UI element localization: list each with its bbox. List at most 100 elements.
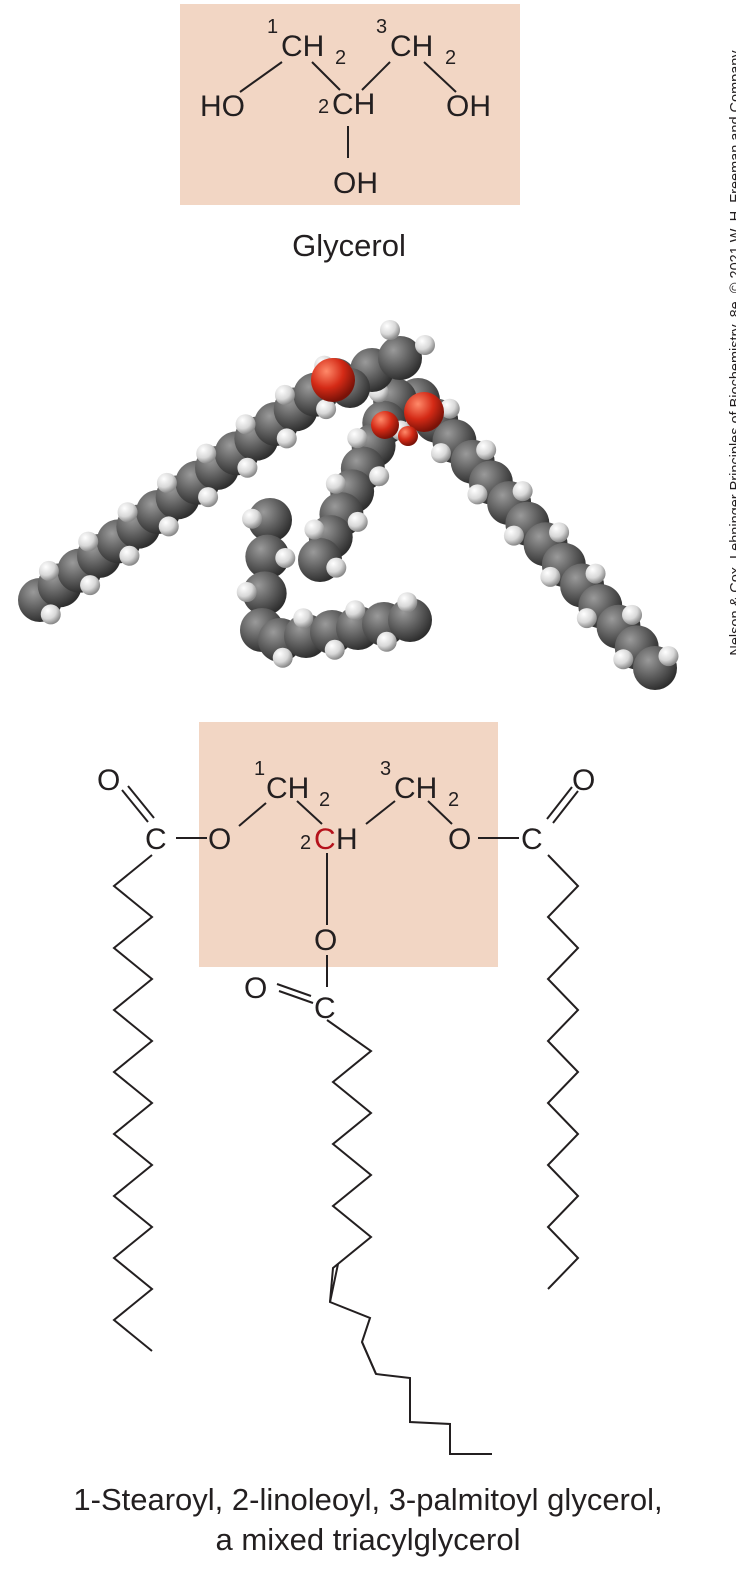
bond-c1-c2: [311, 61, 341, 91]
tag-c2-chiral-carbon: C: [314, 823, 336, 856]
oxygen-atom: [371, 411, 399, 439]
palmitoyl-hydrogen-atom: [658, 646, 679, 667]
palmitoyl-hydrogen-atom: [430, 443, 451, 464]
tag-ester-o-right: O: [448, 823, 471, 856]
double-bond-2: [361, 1341, 377, 1375]
bond-c3-oh: [423, 61, 457, 93]
stearoyl-chain: [112, 854, 154, 1352]
glycerol-oh-right: OH: [446, 90, 491, 123]
linoleoyl-hydrogen-atom: [325, 473, 346, 494]
palmitoyl-hydrogen-atom: [585, 563, 606, 584]
linoleoyl-kink-hydrogen-atom: [275, 547, 296, 568]
glycerol-c1-subscript: 2: [335, 47, 346, 69]
stearoyl-hydrogen-atom: [237, 457, 258, 478]
linoleoyl-tail-hydrogen-atom: [324, 639, 345, 660]
linoleoyl-tail-hydrogen-atom: [376, 631, 397, 652]
linoleoyl-hydrogen-atom: [369, 466, 390, 487]
stearoyl-hydrogen-atom: [40, 604, 61, 625]
bond-carbonyl-left-b: [127, 785, 155, 819]
glycerol-highlight-box: [180, 4, 520, 205]
stearoyl-hydrogen-atom: [235, 414, 256, 435]
linoleoyl-hydrogen-atom: [326, 557, 347, 578]
triacylglycerol-structure: 1 CH 2 3 CH 2 2 C H O O O O O O C C C: [97, 722, 595, 1455]
bond-c2-c3: [361, 61, 391, 91]
stearoyl-hydrogen-atom: [80, 575, 101, 596]
bond-ho-c1: [239, 61, 283, 93]
stearoyl-hydrogen-atom: [196, 443, 217, 464]
glycerol-c3-subscript: 2: [445, 47, 456, 69]
glycerol-oh-bottom: OH: [333, 167, 378, 200]
oxygen-atom: [398, 426, 418, 446]
bond-carbonyl-mid-b: [278, 990, 314, 1004]
stearoyl-hydrogen-atom: [119, 545, 140, 566]
tag-c3-subscript: 2: [448, 789, 459, 811]
tag-carbonyl-c-left: C: [145, 823, 167, 856]
tag-c2-hydrogen: H: [336, 823, 358, 856]
glycerol-c2-label: CH: [332, 88, 375, 121]
bond-carbonyl-mid-a: [276, 983, 312, 997]
linoleoyl-tail-hydrogen-atom: [293, 608, 314, 629]
linoleoyl-hydrogen-atom: [304, 519, 325, 540]
oxygen-atom: [311, 358, 355, 402]
glycerol-c1-number: 1: [267, 16, 278, 38]
glycerol-carbon-atom: [378, 336, 422, 380]
glycerol-title: Glycerol: [292, 228, 406, 263]
tag-ester-o-left: O: [208, 823, 231, 856]
tag-carbonyl-o-mid: O: [244, 972, 267, 1005]
bond-o-c1: [238, 802, 267, 827]
tag-c1-label: CH: [266, 772, 309, 805]
bond-carbonyl-right-a: [546, 786, 573, 820]
palmitoyl-chain: [546, 854, 580, 1290]
tag-ester-o-mid: O: [314, 924, 337, 957]
palmitoyl-hydrogen-atom: [503, 525, 524, 546]
linoleoyl-tail-hydrogen-atom: [272, 647, 293, 668]
palmitoyl-hydrogen-atom: [467, 484, 488, 505]
linoleoyl-chain: [326, 1019, 492, 1455]
palmitoyl-hydrogen-atom: [622, 604, 643, 625]
linoleoyl-kink-carbon-atom: [245, 534, 290, 579]
double-bond-1: [329, 1263, 339, 1303]
glycerol-structure: 1 CH 2 3 CH 2 2 CH HO OH OH Glycerol: [180, 4, 520, 263]
bond-carbonyl-right-b: [552, 790, 579, 824]
stearoyl-hydrogen-atom: [274, 384, 295, 405]
palmitoyl-hydrogen-atom: [540, 566, 561, 587]
palmitoyl-hydrogen-atom: [576, 608, 597, 629]
bond-c3-o: [427, 800, 453, 825]
linoleoyl-kink-hydrogen-atom: [236, 582, 257, 603]
stearoyl-hydrogen-atom: [276, 428, 297, 449]
linoleoyl-tail-hydrogen-atom: [345, 600, 366, 621]
space-filling-model-icon: [18, 320, 679, 690]
stearoyl-hydrogen-atom: [156, 472, 177, 493]
linoleoyl-kink-hydrogen-atom: [242, 508, 263, 529]
linoleoyl-hydrogen-atom: [347, 511, 368, 532]
linoleoyl-kink-carbon-atom: [242, 571, 287, 616]
bond-carbonyl-left-a: [121, 789, 149, 823]
tag-carbonyl-c-mid: C: [314, 992, 336, 1025]
glycerol-c2-number: 2: [318, 96, 329, 118]
tag-c1-subscript: 2: [319, 789, 330, 811]
linoleoyl-tail-carbon-atom: [388, 598, 432, 642]
tag-c3-label: CH: [394, 772, 437, 805]
palmitoyl-hydrogen-atom: [476, 439, 497, 460]
bond-c2-c3: [365, 800, 396, 825]
copyright-text: Nelson & Cox, Lehninger Principles of Bi…: [728, 50, 736, 656]
palmitoyl-hydrogen-atom: [549, 522, 570, 543]
stearoyl-hydrogen-atom: [198, 487, 219, 508]
tag-carbonyl-o-left: O: [97, 764, 120, 797]
stearoyl-hydrogen-atom: [117, 502, 138, 523]
linoleoyl-tail-hydrogen-atom: [397, 592, 418, 613]
triacylglycerol-highlight-box: [199, 722, 498, 967]
bond-c1-c2: [296, 800, 323, 825]
glycerol-hydrogen-atom: [380, 320, 400, 340]
palmitoyl-hydrogen-atom: [439, 398, 460, 419]
tag-c1-number: 1: [254, 758, 265, 780]
tag-c3-number: 3: [380, 758, 391, 780]
stearoyl-hydrogen-atom: [316, 399, 337, 420]
caption-line-1: 1-Stearoyl, 2-linoleoyl, 3-palmitoyl gly…: [73, 1482, 663, 1517]
glycerol-c3-number: 3: [376, 16, 387, 38]
stearoyl-hydrogen-atom: [78, 531, 99, 552]
tag-carbonyl-c-right: C: [521, 823, 543, 856]
glycerol-c3-label: CH: [390, 30, 433, 63]
caption-line-2: a mixed triacylglycerol: [215, 1522, 521, 1557]
